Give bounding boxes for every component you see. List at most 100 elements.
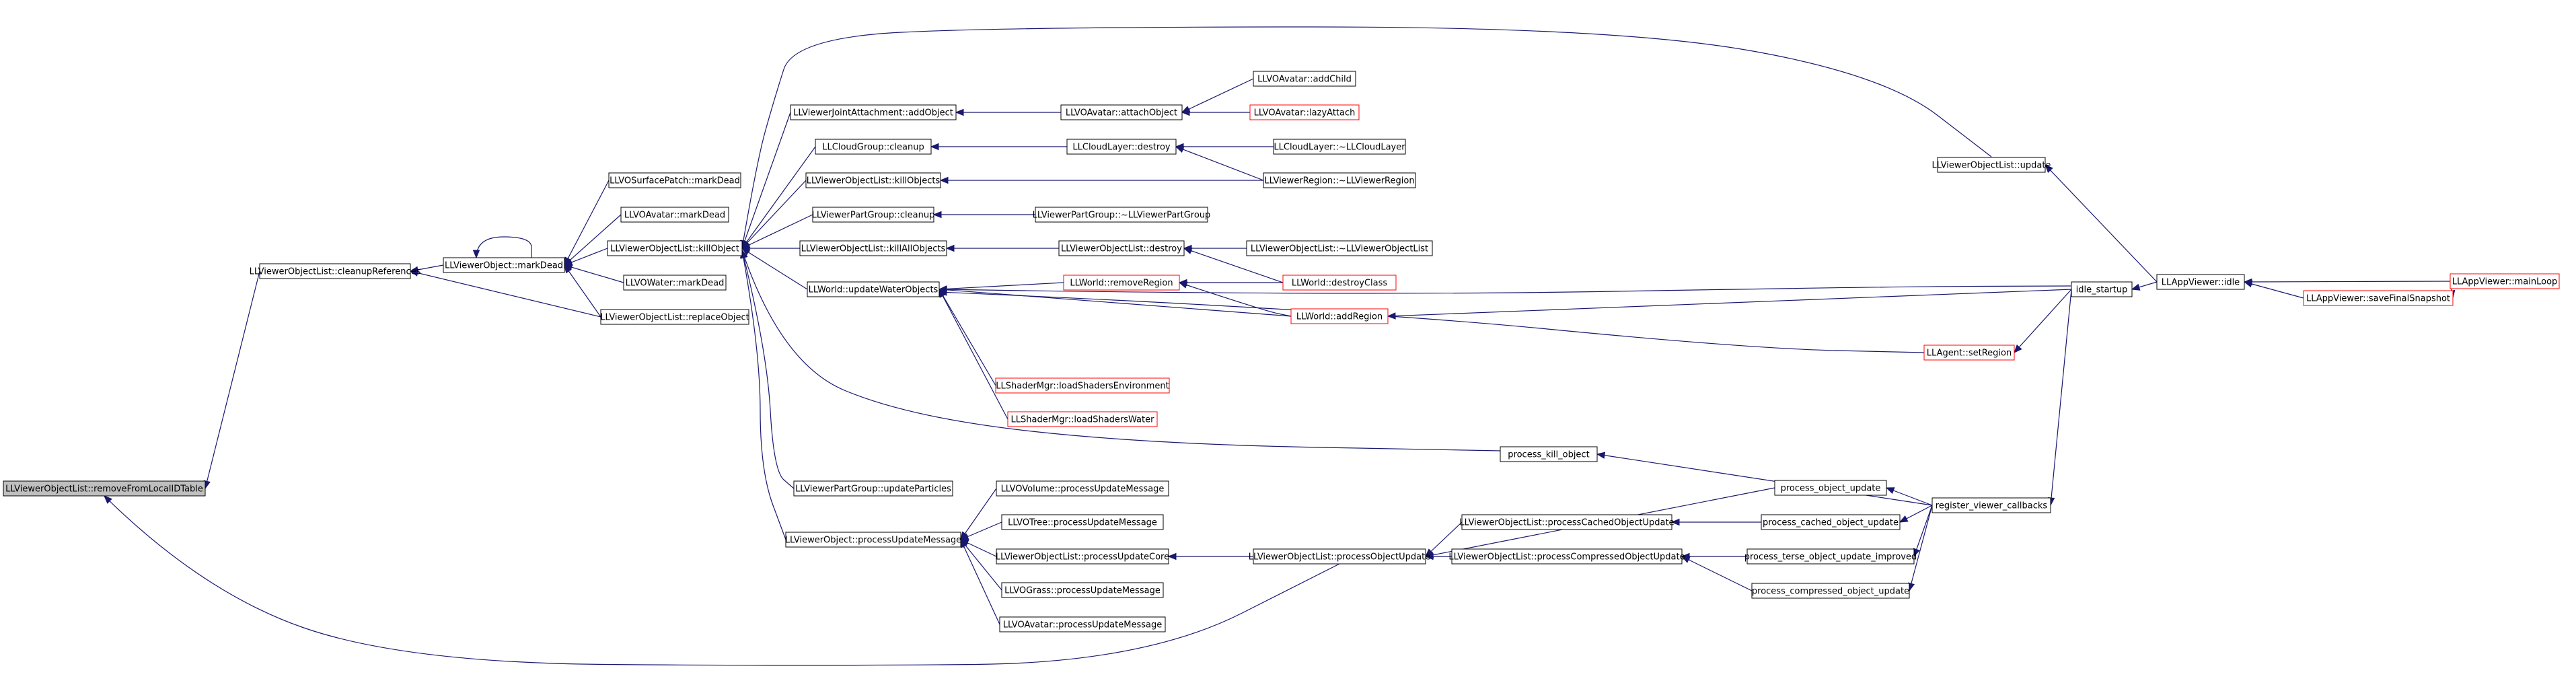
node-add_region[interactable]: LLWorld::addRegion xyxy=(1290,308,1389,324)
edge-update_water-set_region xyxy=(938,289,1925,353)
edge-update_core-process_obj_update xyxy=(1167,552,1253,560)
node-label: LLWorld::removeRegion xyxy=(1070,279,1173,289)
node-destroy_class[interactable]: LLWorld::destroyClass xyxy=(1282,275,1397,291)
edge-root-process_obj_update xyxy=(104,495,1340,666)
node-add_child[interactable]: LLVOAvatar::addChild xyxy=(1253,71,1356,87)
node-lazy_attach[interactable]: LLVOAvatar::lazyAttach xyxy=(1249,104,1360,120)
node-process_update_msg[interactable]: LLViewerObject::processUpdateMessage xyxy=(785,532,961,548)
node-label: LLVOVolume::processUpdateMessage xyxy=(1001,484,1165,495)
edge-p_cached-register_cb xyxy=(1899,505,1933,523)
node-label: LLViewerObjectList::cleanupReferences xyxy=(250,267,421,277)
node-label: process_terse_object_update_improved xyxy=(1744,552,1917,563)
edge-killobj-cloudgroup_cleanup xyxy=(741,146,816,250)
edge-register_cb-idle_startup xyxy=(2047,289,2072,507)
node-kill_all[interactable]: LLViewerObjectList::killAllObjects xyxy=(799,240,947,256)
edge-killobj-process_update_msg xyxy=(739,249,786,540)
node-label: LLVOAvatar::attachObject xyxy=(1066,108,1177,118)
node-remove_region[interactable]: LLWorld::removeRegion xyxy=(1063,275,1180,291)
node-compressed_update[interactable]: LLViewerObjectList::processCompressedObj… xyxy=(1448,548,1685,565)
node-p_terse[interactable]: process_terse_object_update_improved xyxy=(1744,548,1917,565)
node-cleanup[interactable]: LLViewerObjectList::cleanupReferences xyxy=(250,263,421,279)
edge-killobj-update_particles xyxy=(740,249,795,489)
node-label: LLViewerObjectList::replaceObject xyxy=(600,313,749,323)
node-label: LLWorld::addRegion xyxy=(1296,312,1383,322)
edge-killobj-update_water xyxy=(741,248,808,290)
edge-p_terse-register_cb xyxy=(1913,505,1933,558)
edge-compressed_update-p_compressed xyxy=(1681,556,1753,591)
node-label: LLViewerJointAttachment::addObject xyxy=(793,108,953,118)
node-save_snapshot[interactable]: LLAppViewer::saveFinalSnapshot xyxy=(2303,290,2454,306)
node-markdead[interactable]: LLViewerObject::markDead xyxy=(443,257,565,273)
node-water_md[interactable]: LLVOWater::markDead xyxy=(623,275,727,291)
node-avatar_md[interactable]: LLVOAvatar::markDead xyxy=(620,207,729,223)
node-joint_add[interactable]: LLViewerJointAttachment::addObject xyxy=(790,104,957,120)
node-label: LLViewerObjectList::update xyxy=(1932,161,2051,171)
node-set_region[interactable]: LLAgent::setRegion xyxy=(1923,344,2015,361)
node-attach_obj[interactable]: LLVOAvatar::attachObject xyxy=(1060,104,1183,120)
node-update_water[interactable]: LLWorld::updateWaterObjects xyxy=(807,281,940,297)
edge-process_update_msg-votree xyxy=(959,521,1002,540)
node-label: register_viewer_callbacks xyxy=(1936,501,2048,511)
node-vovolume[interactable]: LLVOVolume::processUpdateMessage xyxy=(996,480,1169,497)
node-cloudgroup_cleanup[interactable]: LLCloudGroup::cleanup xyxy=(815,139,932,155)
node-cloudlayer_destroy[interactable]: LLCloudLayer::destroy xyxy=(1066,139,1177,155)
node-main_loop[interactable]: LLAppViewer::mainLoop xyxy=(2450,273,2560,289)
node-surf_md[interactable]: LLVOSurfacePatch::markDead xyxy=(608,172,741,188)
node-label: LLViewerObjectList::processCompressedObj… xyxy=(1448,552,1685,563)
edge-markdead-avatar_md xyxy=(564,214,622,266)
node-objlist_destroy[interactable]: LLViewerObjectList::destroy xyxy=(1058,240,1185,256)
node-label: LLVOTree::processUpdateMessage xyxy=(1008,518,1157,528)
node-voavatar_pum[interactable]: LLVOAvatar::processUpdateMessage xyxy=(999,616,1166,632)
node-shader_water[interactable]: LLShaderMgr::loadShadersWater xyxy=(1007,411,1158,427)
node-register_cb[interactable]: register_viewer_callbacks xyxy=(1931,497,2051,513)
edge-markdead-killobj xyxy=(563,248,608,266)
node-label: LLWorld::destroyClass xyxy=(1292,279,1388,289)
edge-root-cleanup xyxy=(203,270,260,490)
node-label: LLViewerObjectList::removeFromLocalIDTab… xyxy=(5,484,203,495)
edge-set_region-idle_startup xyxy=(2014,289,2072,353)
node-objlist_update[interactable]: LLViewerObjectList::update xyxy=(1932,157,2051,173)
node-shader_env[interactable]: LLShaderMgr::loadShadersEnvironment xyxy=(995,377,1170,394)
node-cloudlayer_dtor[interactable]: LLCloudLayer::~LLCloudLayer xyxy=(1273,139,1406,155)
edge-markdead-water_md xyxy=(563,264,624,283)
node-update_core[interactable]: LLViewerObjectList::processUpdateCore xyxy=(996,548,1169,565)
node-kill_objects[interactable]: LLViewerObjectList::killObjects xyxy=(805,172,941,188)
edge-kill_objects-region_dtor xyxy=(939,176,1263,184)
node-p_object_update[interactable]: process_object_update xyxy=(1774,480,1887,496)
node-p_compressed[interactable]: process_compressed_object_update xyxy=(1751,583,1910,599)
node-cached_update[interactable]: LLViewerObjectList::processCachedObjectU… xyxy=(1459,514,1675,530)
node-label: LLViewerObject::processUpdateMessage xyxy=(785,536,961,546)
node-label: LLVOWater::markDead xyxy=(626,279,725,289)
node-objlist_dtor[interactable]: LLViewerObjectList::~LLViewerObjectList xyxy=(1246,240,1433,256)
node-label: LLViewerPartGroup::updateParticles xyxy=(795,484,951,495)
node-label: LLViewerObjectList::destroy xyxy=(1061,244,1182,254)
node-label: LLCloudLayer::~LLCloudLayer xyxy=(1274,143,1405,153)
edge-markdead-surf_md xyxy=(564,180,610,266)
node-process_obj_update[interactable]: LLViewerObjectList::processObjectUpdate xyxy=(1249,548,1430,565)
node-replace[interactable]: LLViewerObjectList::replaceObject xyxy=(600,309,749,325)
edge-app_idle-main_loop xyxy=(2243,278,2451,286)
node-process_kill[interactable]: process_kill_object xyxy=(1500,446,1598,462)
node-votree[interactable]: LLVOTree::processUpdateMessage xyxy=(1001,514,1164,530)
node-killobj[interactable]: LLViewerObjectList::killObject xyxy=(607,240,743,256)
edge-cloudlayer_destroy-region_dtor xyxy=(1175,146,1264,181)
node-partgroup_dtor[interactable]: LLViewerPartGroup::~LLViewerPartGroup xyxy=(1033,207,1211,223)
node-label: LLAppViewer::idle xyxy=(2162,278,2240,288)
node-app_idle[interactable]: LLAppViewer::idle xyxy=(2156,274,2245,290)
node-label: process_cached_object_update xyxy=(1763,518,1899,528)
node-partgroup_cleanup[interactable]: LLViewerPartGroup::cleanup xyxy=(812,207,935,223)
edge-process_kill-register_cb xyxy=(1596,451,1933,506)
edge-update_water-shader_env xyxy=(939,288,996,386)
node-region_dtor[interactable]: LLViewerRegion::~LLViewerRegion xyxy=(1263,172,1416,188)
edge-app_idle-save_snapshot xyxy=(2243,280,2304,299)
node-label: LLVOSurfacePatch::markDead xyxy=(610,176,740,186)
edge-remove_region-add_region xyxy=(1178,281,1292,317)
node-vograss[interactable]: LLVOGrass::processUpdateMessage xyxy=(1001,582,1164,598)
node-root[interactable]: LLViewerObjectList::removeFromLocalIDTab… xyxy=(3,480,206,497)
node-p_cached[interactable]: process_cached_object_update xyxy=(1761,514,1901,530)
node-label: LLVOGrass::processUpdateMessage xyxy=(1004,586,1161,596)
node-idle_startup[interactable]: idle_startup xyxy=(2071,281,2133,297)
node-update_particles[interactable]: LLViewerPartGroup::updateParticles xyxy=(793,480,953,497)
edge-kill_all-objlist_destroy xyxy=(945,244,1059,252)
edge-objlist_destroy-destroy_class xyxy=(1183,247,1284,283)
